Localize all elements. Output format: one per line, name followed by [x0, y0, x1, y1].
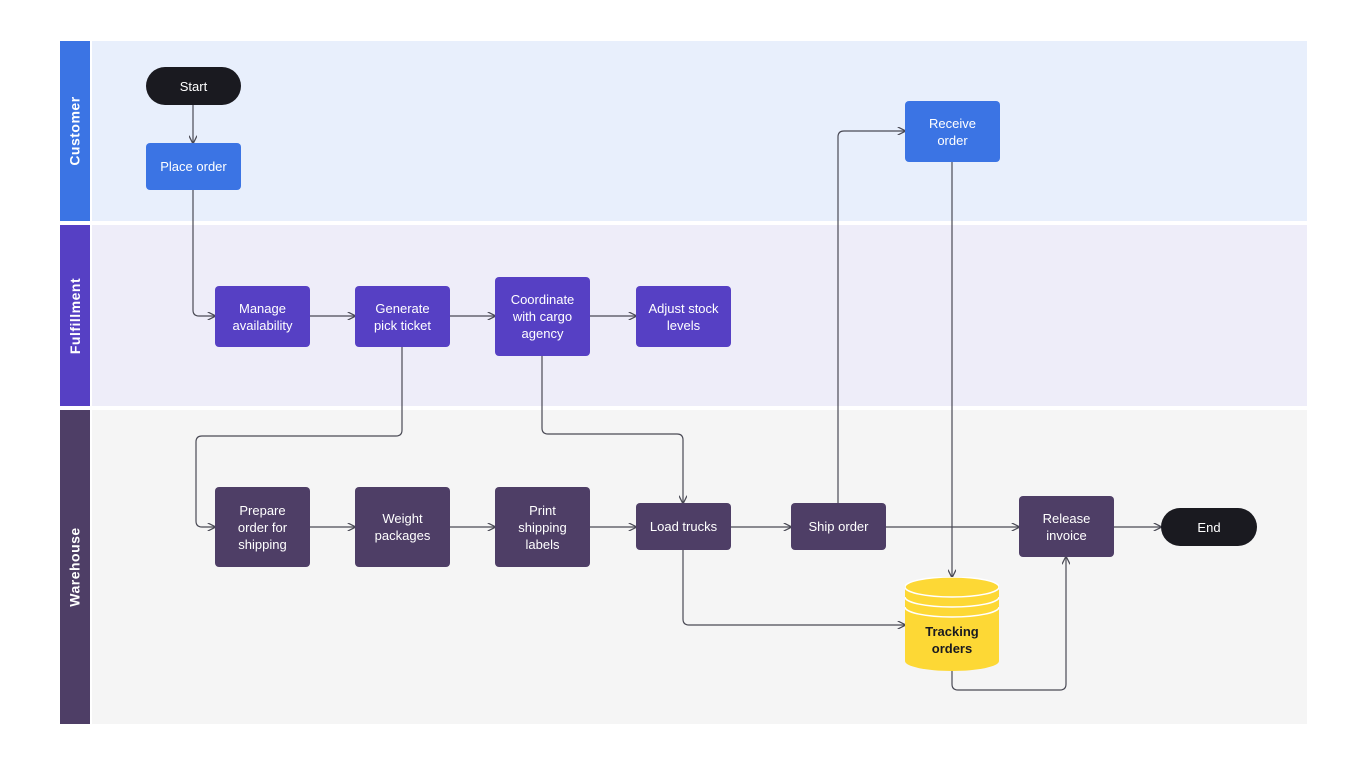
- prepare-order-step[interactable]: Prepare order for shipping: [215, 487, 310, 567]
- place-order-step[interactable]: Place order: [146, 143, 241, 190]
- manage-availability-step[interactable]: Manage availability: [215, 286, 310, 347]
- fulfillment-lane-tab: [60, 225, 90, 406]
- ship-order-step[interactable]: Ship order: [791, 503, 886, 550]
- coordinate-cargo-step[interactable]: Coordinate with cargo agency: [495, 277, 590, 356]
- connector-place-order-manage: [192, 190, 215, 316]
- customer-lane: [92, 41, 1307, 221]
- adjust-stock-step[interactable]: Adjust stock levels: [636, 286, 731, 347]
- release-invoice-step[interactable]: Release invoice: [1019, 496, 1114, 557]
- receive-order-step[interactable]: Receive order: [905, 101, 1000, 162]
- weight-packages-step[interactable]: Weight packages: [355, 487, 450, 567]
- print-labels-step[interactable]: Print shipping labels: [495, 487, 590, 567]
- warehouse-lane: [92, 410, 1307, 724]
- tracking-orders-database[interactable]: Tracking orders: [905, 577, 999, 671]
- connector-ship-receive: [837, 131, 905, 503]
- end-terminator[interactable]: End: [1161, 508, 1257, 546]
- warehouse-lane-tab: [60, 410, 90, 724]
- start-terminator[interactable]: Start: [146, 67, 241, 105]
- connector-generate-prepare: [195, 346, 403, 527]
- customer-lane-tab: [60, 41, 90, 221]
- connector-load-tracking: [682, 550, 905, 625]
- generate-pick-ticket-step[interactable]: Generate pick ticket: [355, 286, 450, 347]
- database-icon: [905, 577, 999, 671]
- tracking-orders-label: Tracking orders: [925, 624, 979, 656]
- load-trucks-step[interactable]: Load trucks: [636, 503, 731, 550]
- connector-coordinate-load: [541, 356, 683, 503]
- connector-tracking-release: [951, 557, 1066, 691]
